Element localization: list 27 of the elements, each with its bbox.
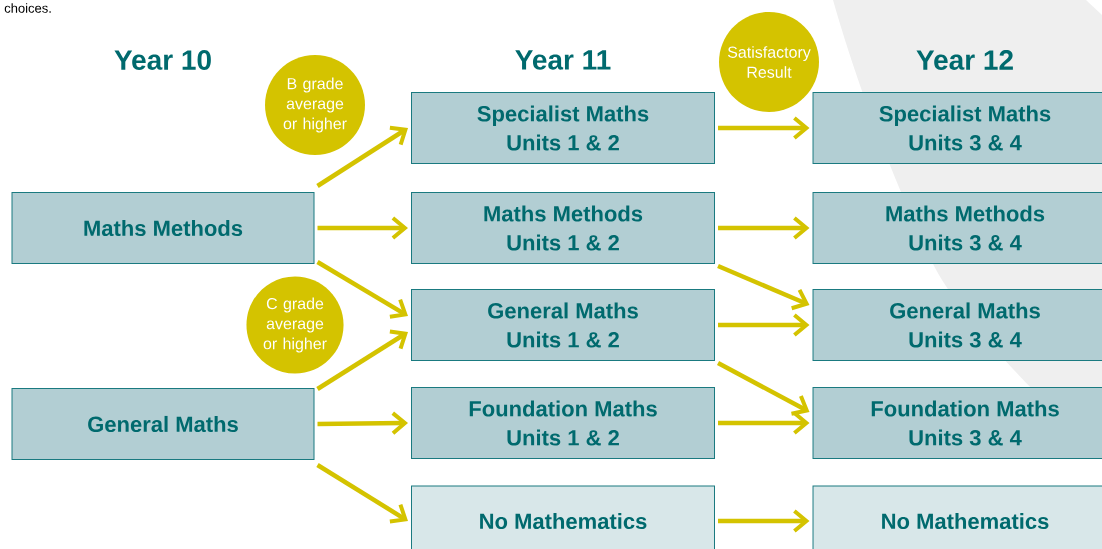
course-box: General Maths bbox=[11, 388, 315, 460]
text-fragment: choices. bbox=[4, 3, 51, 13]
arrow bbox=[716, 361, 810, 416]
arrow bbox=[316, 125, 408, 188]
course-box: Specialist Maths Units 1 & 2 bbox=[411, 92, 715, 164]
course-box: Maths Methods Units 1 & 2 bbox=[411, 192, 715, 264]
course-box: Maths Methods Units 3 & 4 bbox=[812, 192, 1102, 264]
arrow bbox=[317, 216, 408, 240]
course-box: Foundation Maths Units 3 & 4 bbox=[812, 387, 1102, 459]
course-box: Specialist Maths Units 3 & 4 bbox=[812, 92, 1102, 164]
course-box: No Mathematics bbox=[411, 485, 715, 549]
arrow bbox=[718, 116, 810, 140]
course-box: No Mathematics bbox=[812, 485, 1102, 549]
arrow bbox=[316, 329, 408, 391]
column-heading: Year 10 bbox=[114, 50, 211, 70]
arrow bbox=[718, 313, 810, 337]
arrow bbox=[718, 216, 810, 240]
arrow bbox=[317, 411, 408, 435]
course-box: Foundation Maths Units 1 & 2 bbox=[411, 387, 715, 459]
arrow bbox=[718, 509, 810, 533]
arrow bbox=[718, 411, 810, 435]
arrow bbox=[717, 263, 810, 311]
course-box: General Maths Units 3 & 4 bbox=[812, 289, 1102, 361]
course-box: General Maths Units 1 & 2 bbox=[411, 289, 715, 361]
course-box: Maths Methods bbox=[11, 192, 315, 264]
arrow bbox=[316, 260, 408, 319]
arrow bbox=[316, 463, 408, 524]
